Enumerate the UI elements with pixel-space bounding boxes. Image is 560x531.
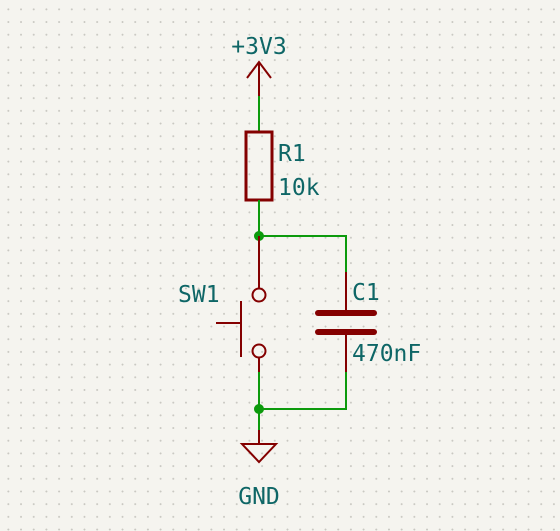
- power-symbol-3v3[interactable]: +3V3: [231, 34, 287, 96]
- power-label: +3V3: [231, 34, 286, 60]
- ground-label: GND: [238, 484, 280, 510]
- switch-contact-bottom: [251, 343, 267, 359]
- capacitor-value: 470nF: [352, 341, 421, 367]
- ground-triangle-icon: [239, 443, 279, 464]
- switch-sw1[interactable]: SW1: [178, 236, 267, 372]
- resistor-body: [244, 130, 274, 202]
- wire-c1-node-bottom[interactable]: [259, 372, 347, 410]
- switch-ref: SW1: [178, 282, 220, 308]
- resistor-r1[interactable]: R1 10k: [244, 130, 320, 202]
- switch-contact-top: [251, 287, 267, 303]
- resistor-ref: R1: [278, 141, 306, 167]
- capacitor-c1[interactable]: C1 470nF: [315, 272, 421, 372]
- junction-bottom[interactable]: [254, 404, 264, 414]
- capacitor-ref: C1: [352, 280, 380, 306]
- ground-symbol[interactable]: GND: [238, 430, 280, 510]
- wire-node-c1-top[interactable]: [259, 235, 347, 272]
- resistor-value: 10k: [278, 175, 320, 201]
